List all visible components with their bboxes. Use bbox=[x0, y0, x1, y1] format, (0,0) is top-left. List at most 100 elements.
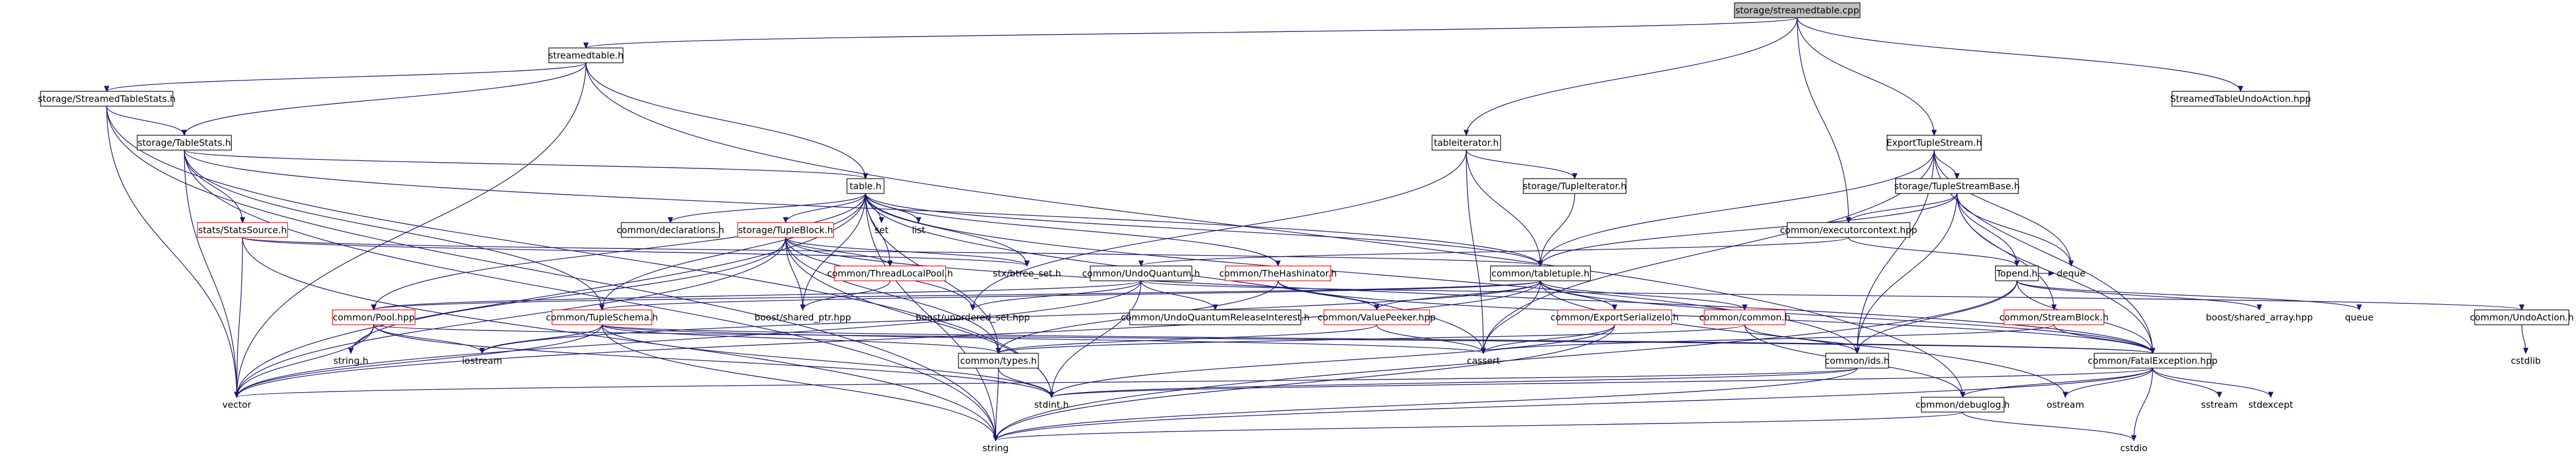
edge-common-fatalexception-to-sstream bbox=[2152, 368, 2222, 398]
node-label: iostream bbox=[462, 356, 502, 366]
edge-common-undoaction-to-cstdlib bbox=[2521, 324, 2529, 354]
edge-table-h-to-common-declarations bbox=[668, 193, 866, 224]
node-topend-h[interactable]: Topend.h bbox=[1995, 265, 2039, 281]
node-common-thehashinator-h[interactable]: common/TheHashinator.h bbox=[1219, 265, 1337, 281]
node-storage-tupleiterator-h[interactable]: storage/TupleIterator.h bbox=[1523, 178, 1627, 194]
node-streamedtableundoaction-hpp[interactable]: StreamedTableUndoAction.hpp bbox=[2170, 91, 2311, 107]
node-common-tupleschema-h[interactable]: common/TupleSchema.h bbox=[546, 309, 658, 325]
node-streamedtable-h[interactable]: streamedtable.h bbox=[548, 47, 624, 63]
node-label: stx/btree_set.h bbox=[993, 268, 1061, 280]
node-label: common/FatalException.hpp bbox=[2088, 356, 2217, 366]
node-common-undoquantum-h[interactable]: common/UndoQuantum.h bbox=[1082, 265, 1200, 281]
node-storage-streamedtablestats-h[interactable]: storage/StreamedTableStats.h bbox=[38, 91, 176, 107]
node-label: vector bbox=[223, 400, 252, 410]
node-label: common/UndoAction.h bbox=[2470, 312, 2574, 323]
node-label: StreamedTableUndoAction.hpp bbox=[2170, 94, 2311, 104]
node-label: common/ExportSerializeIo.h bbox=[1551, 312, 1679, 323]
node-storage-tuplestreambase-h[interactable]: storage/TupleStreamBase.h bbox=[1894, 178, 2020, 194]
node-exporttuplestream-h[interactable]: ExportTupleStream.h bbox=[1886, 135, 1982, 151]
edge-exporttuplestream-to-deque bbox=[1934, 150, 2074, 267]
node-boost-shared-array-hpp: boost/shared_array.hpp bbox=[2206, 312, 2312, 324]
node-common-declarations-h[interactable]: common/declarations.h bbox=[617, 222, 725, 238]
node-stdexcept: stdexcept bbox=[2249, 400, 2294, 410]
edge-table-h-to-common-thehashinator bbox=[865, 193, 1281, 267]
edge-storage-tuplestreambase-to-deque bbox=[1956, 193, 2074, 267]
node-sstream: sstream bbox=[2201, 400, 2238, 410]
node-storage-tupleblock-h[interactable]: storage/TupleBlock.h bbox=[737, 222, 834, 238]
node-label: boost/unordered_set.hpp bbox=[916, 312, 1030, 324]
node-common-pool-hpp[interactable]: common/Pool.hpp bbox=[331, 309, 416, 325]
node-label: tableiterator.h bbox=[1434, 138, 1499, 148]
edge-storage-tablestats-to-stats-statssource bbox=[184, 150, 245, 224]
node-iostream: iostream bbox=[462, 356, 502, 366]
node-list: list bbox=[912, 225, 925, 236]
edge-topend-to-common-ids bbox=[1854, 280, 2017, 354]
edge-common-executorcontext-to-topend bbox=[1848, 237, 2020, 267]
node-label: boost/shared_ptr.hpp bbox=[754, 312, 851, 324]
node-common-ids-h[interactable]: common/ids.h bbox=[1825, 353, 1890, 369]
node-label: sstream bbox=[2201, 400, 2238, 410]
edge-storage-streamedtablestats-to-storage-tablestats bbox=[106, 106, 187, 136]
node-label: storage/TupleIterator.h bbox=[1523, 181, 1627, 192]
node-common-streamblock-h[interactable]: common/StreamBlock.h bbox=[1999, 309, 2109, 325]
node-common-common-h[interactable]: common/common.h bbox=[1699, 309, 1790, 325]
node-storage-streamedtable-cpp[interactable]: storage/streamedtable.cpp bbox=[1734, 2, 1861, 18]
node-common-fatalexception-hpp[interactable]: common/FatalException.hpp bbox=[2088, 353, 2218, 369]
node-label: common/debuglog.h bbox=[1915, 400, 2009, 410]
node-label: storage/TupleStreamBase.h bbox=[1894, 181, 2020, 192]
node-ostream: ostream bbox=[2047, 400, 2084, 410]
node-table-h[interactable]: table.h bbox=[846, 178, 885, 194]
node-label: deque bbox=[2057, 268, 2085, 279]
edge-storage-tuplestreambase-to-common-executorcontext bbox=[1846, 193, 1958, 224]
node-label: common/StreamBlock.h bbox=[1999, 312, 2108, 323]
edge-topend-to-boost-shared-array bbox=[2016, 280, 2262, 311]
edge-streamedtable-h-to-storage-tablestats bbox=[181, 62, 587, 136]
node-label: common/TupleSchema.h bbox=[546, 312, 658, 323]
node-stats-statssource-h[interactable]: stats/StatsSource.h bbox=[197, 222, 288, 238]
edge-common-tabletuple-to-common-common bbox=[1540, 280, 1748, 311]
edge-common-tabletuple-to-common-tupleschema bbox=[599, 280, 1541, 311]
edge-common-thehashinator-to-common-valuepeeker bbox=[1277, 280, 1380, 311]
node-common-threadlocalpool-h[interactable]: common/ThreadLocalPool.h bbox=[827, 265, 953, 281]
edge-exporttuplestream-to-common-tabletuple bbox=[1538, 150, 1935, 267]
edge-stats-statssource-to-common-tabletuple bbox=[242, 237, 1543, 267]
edge-common-debuglog-to-string bbox=[993, 411, 1963, 442]
node-string-h: string.h bbox=[333, 356, 368, 366]
node-deque: deque bbox=[2057, 268, 2085, 279]
node-common-undoaction-h[interactable]: common/UndoAction.h bbox=[2470, 309, 2574, 325]
edge-common-undoquantum-to-common-undoaction bbox=[1141, 280, 2525, 311]
edge-common-debuglog-to-cstdio bbox=[1962, 411, 2137, 442]
node-common-executorcontext-hpp[interactable]: common/executorcontext.hpp bbox=[1780, 222, 1918, 238]
edge-streamedtable-h-to-table-h bbox=[585, 62, 868, 180]
edge-topend-to-deque bbox=[2038, 271, 2055, 276]
edge-common-fatalexception-to-cstdio bbox=[2131, 368, 2153, 442]
edge-storage-tablestats-to-common-tabletuple bbox=[184, 150, 1543, 267]
node-common-debuglog-h[interactable]: common/debuglog.h bbox=[1915, 397, 2010, 413]
edge-topend-to-queue bbox=[2016, 280, 2362, 311]
node-common-types-h[interactable]: common/types.h bbox=[958, 353, 1039, 369]
node-common-undoquantumreleaseinterest-h[interactable]: common/UndoQuantumReleaseInterest.h bbox=[1121, 309, 1310, 325]
node-label: common/types.h bbox=[960, 356, 1037, 366]
edge-common-tupleschema-to-vector bbox=[234, 324, 602, 398]
node-label: cstdio bbox=[2120, 443, 2148, 454]
node-label: stdexcept bbox=[2249, 400, 2294, 410]
edge-root-to-streamedtableundo bbox=[1797, 17, 2243, 92]
node-common-exportserializeio-h[interactable]: common/ExportSerializeIo.h bbox=[1551, 309, 1679, 325]
node-common-valuepeeker-hpp[interactable]: common/ValuePeeker.hpp bbox=[1318, 309, 1436, 325]
node-stx-btree-set-h: stx/btree_set.h bbox=[993, 268, 1061, 280]
node-storage-tablestats-h[interactable]: storage/TableStats.h bbox=[136, 135, 232, 151]
edge-common-ids-to-vector bbox=[234, 368, 1858, 398]
node-tableiterator-h[interactable]: tableiterator.h bbox=[1431, 135, 1501, 151]
edge-common-common-to-common-ids bbox=[1744, 324, 1860, 354]
edge-common-executorcontext-to-common-undoquantum bbox=[1138, 237, 1849, 267]
node-common-tabletuple-h[interactable]: common/tabletuple.h bbox=[1490, 265, 1591, 281]
node-stdint-h: stdint.h bbox=[1034, 400, 1069, 410]
edge-common-streamblock-to-common-fatalexception bbox=[2053, 324, 2156, 354]
edge-common-common-to-common-types bbox=[996, 324, 1745, 354]
node-set: set bbox=[875, 225, 888, 236]
node-label: common/executorcontext.hpp bbox=[1780, 225, 1918, 236]
node-label: common/common.h bbox=[1699, 312, 1790, 323]
node-label: list bbox=[912, 225, 925, 236]
node-label: common/ids.h bbox=[1825, 356, 1889, 366]
